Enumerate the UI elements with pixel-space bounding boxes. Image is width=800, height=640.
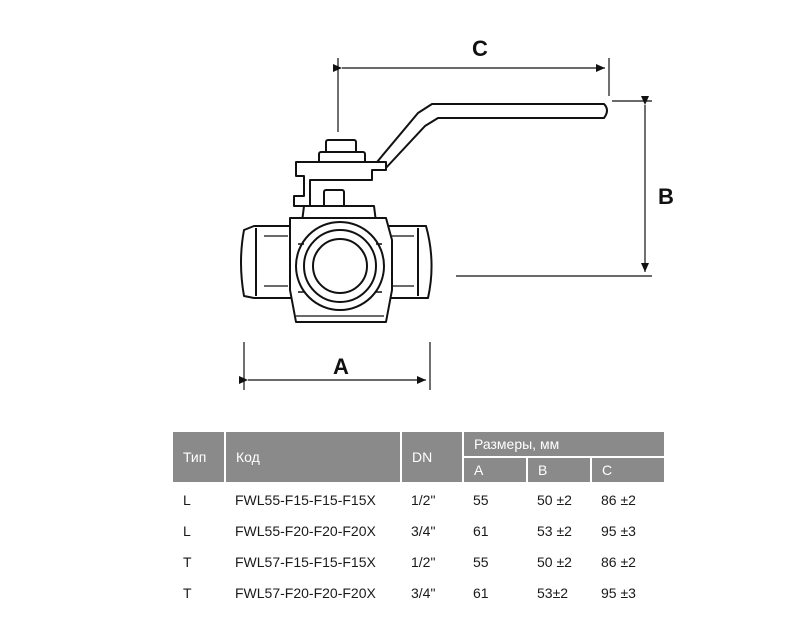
dimension-a-label: A: [333, 354, 349, 379]
dimension-b: [456, 96, 652, 277]
dimension-c: [333, 58, 610, 132]
cell-code: FWL55-F15-F15-F15X: [235, 491, 376, 508]
header-code: Код: [225, 432, 402, 484]
cell-c: 95 ±3: [601, 522, 636, 539]
cell-b: 53±2: [537, 584, 569, 601]
cell-a: 55: [473, 491, 489, 508]
cell-type: T: [183, 584, 192, 601]
cell-type: L: [183, 522, 191, 539]
header-dimensions: Размеры, мм: [463, 432, 664, 458]
valve-illustration: [240, 103, 608, 323]
dimension-c-label: C: [472, 36, 488, 61]
cell-dn: 3/4": [411, 522, 436, 539]
header-a: A: [463, 457, 528, 484]
cell-dn: 1/2": [411, 491, 436, 508]
table-row: L FWL55-F20-F20-F20X 3/4" 61 53 ±2 95 ±3: [173, 515, 664, 546]
left-connector: [240, 225, 293, 299]
cell-b: 50 ±2: [537, 491, 572, 508]
lever-base: [293, 161, 387, 207]
cell-c: 86 ±2: [601, 553, 636, 570]
right-connector: [385, 225, 433, 299]
cell-a: 61: [473, 522, 489, 539]
cell-code: FWL57-F20-F20-F20X: [235, 584, 376, 601]
header-dn: DN: [401, 432, 464, 484]
cell-b: 53 ±2: [537, 522, 572, 539]
header-b: B: [527, 457, 592, 484]
specifications-table: Тип Код DN Размеры, мм A B C L FWL55-F15…: [173, 432, 664, 608]
valve-drawing: C B A: [239, 36, 674, 390]
cell-dn: 3/4": [411, 584, 436, 601]
dimension-b-label: B: [658, 184, 674, 209]
header-c: C: [591, 457, 664, 484]
cell-type: T: [183, 553, 192, 570]
cell-dn: 1/2": [411, 553, 436, 570]
cell-c: 86 ±2: [601, 491, 636, 508]
lever-handle: [371, 103, 608, 171]
cell-code: FWL57-F15-F15-F15X: [235, 553, 376, 570]
table-row: T FWL57-F15-F15-F15X 1/2" 55 50 ±2 86 ±2: [173, 546, 664, 577]
table-row: L FWL55-F15-F15-F15X 1/2" 55 50 ±2 86 ±2: [173, 483, 664, 515]
cell-c: 95 ±3: [601, 584, 636, 601]
cell-b: 50 ±2: [537, 553, 572, 570]
dimension-a: [239, 342, 431, 390]
front-port-inner: [312, 238, 368, 294]
table-row: T FWL57-F20-F20-F20X 3/4" 61 53±2 95 ±3: [173, 577, 664, 608]
cell-a: 61: [473, 584, 489, 601]
cell-type: L: [183, 491, 191, 508]
header-type: Тип: [173, 432, 226, 484]
cell-a: 55: [473, 553, 489, 570]
cell-code: FWL55-F20-F20-F20X: [235, 522, 376, 539]
